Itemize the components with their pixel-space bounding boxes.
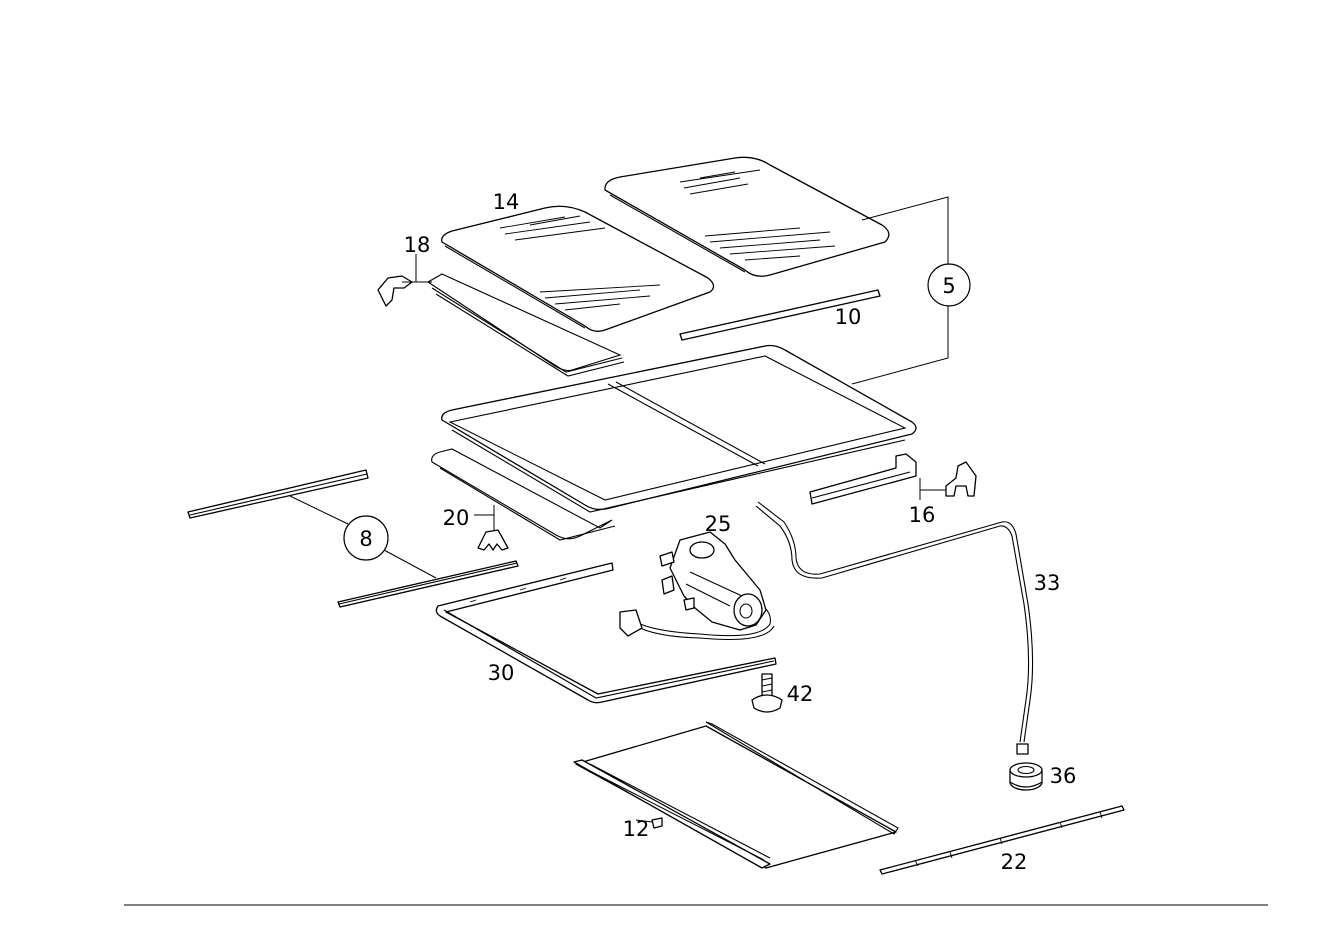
callout-12: 12 [623, 817, 650, 841]
callout-circle-5 [927, 263, 971, 307]
callout-25: 25 [705, 512, 732, 536]
callout-18: 18 [404, 233, 431, 257]
sunroof-motor [659, 531, 767, 631]
callout-22: 22 [1001, 850, 1028, 874]
rail-clip-16 [945, 461, 977, 497]
bolt-42 [751, 673, 783, 713]
leader-lines [289, 196, 949, 823]
callout-42: 42 [787, 682, 814, 706]
callout-circle-8 [343, 515, 389, 561]
callout-5: 5 [942, 274, 955, 298]
side-guide-rail [809, 453, 917, 505]
clip-18 [377, 275, 413, 307]
callout-20: 20 [443, 506, 470, 530]
grommet-36 [1009, 762, 1043, 791]
callout-10: 10 [835, 305, 862, 329]
callout-36: 36 [1050, 764, 1077, 788]
drain-frame [435, 562, 777, 704]
lower-frame-seal [431, 448, 616, 541]
side-rail-lower [337, 560, 519, 608]
motor-cable-connector [619, 607, 775, 640]
rear-glass-panel [604, 156, 890, 277]
callout-33: 33 [1034, 571, 1061, 595]
drain-hose [755, 501, 1034, 755]
clip-20 [477, 529, 509, 551]
main-sunroof-frame [441, 344, 917, 513]
front-panel-seal-frame [426, 273, 625, 377]
trim-strip-22 [879, 805, 1125, 875]
callout-16: 16 [909, 503, 936, 527]
front-glass-panel [441, 205, 715, 332]
callout-8: 8 [359, 527, 372, 551]
callout-30: 30 [488, 661, 515, 685]
side-rail-upper [187, 469, 369, 519]
sunshade-blind [573, 721, 899, 869]
callout-14: 14 [493, 190, 520, 214]
deflector-strip [679, 289, 881, 341]
